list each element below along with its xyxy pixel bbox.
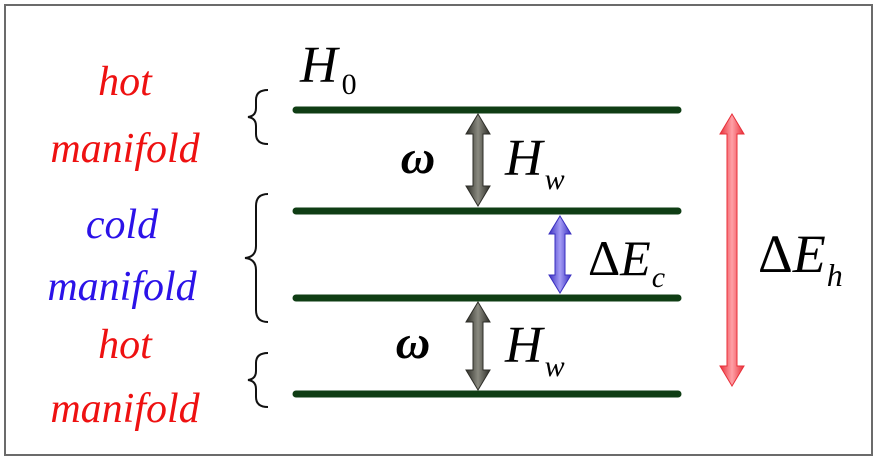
bottom-hot-label-line2: manifold (50, 386, 200, 432)
top-brace (247, 89, 269, 145)
cold-label-line2: manifold (47, 264, 197, 310)
delta-eh-label: ΔEh (758, 224, 843, 293)
top-hot-label-line1: hot (98, 59, 153, 105)
omega-bottom-label: ω (396, 316, 431, 369)
delta-ec-label: ΔEc (588, 230, 665, 294)
middle-brace (244, 193, 269, 323)
top-hot-label-line2: manifold (50, 126, 200, 172)
hw-top-label: Hw (504, 130, 565, 196)
cold-gap-double-arrow (548, 215, 572, 294)
omega-top-label: ω (401, 131, 436, 184)
top-gray-double-arrow (465, 113, 491, 207)
bottom-brace (247, 352, 269, 408)
hot-gap-double-arrow (719, 113, 745, 387)
cold-label-line1: cold (86, 202, 159, 248)
hw-bottom-label: Hw (504, 317, 565, 383)
bottom-gray-double-arrow (465, 301, 491, 391)
bottom-hot-label-line1: hot (98, 322, 153, 368)
